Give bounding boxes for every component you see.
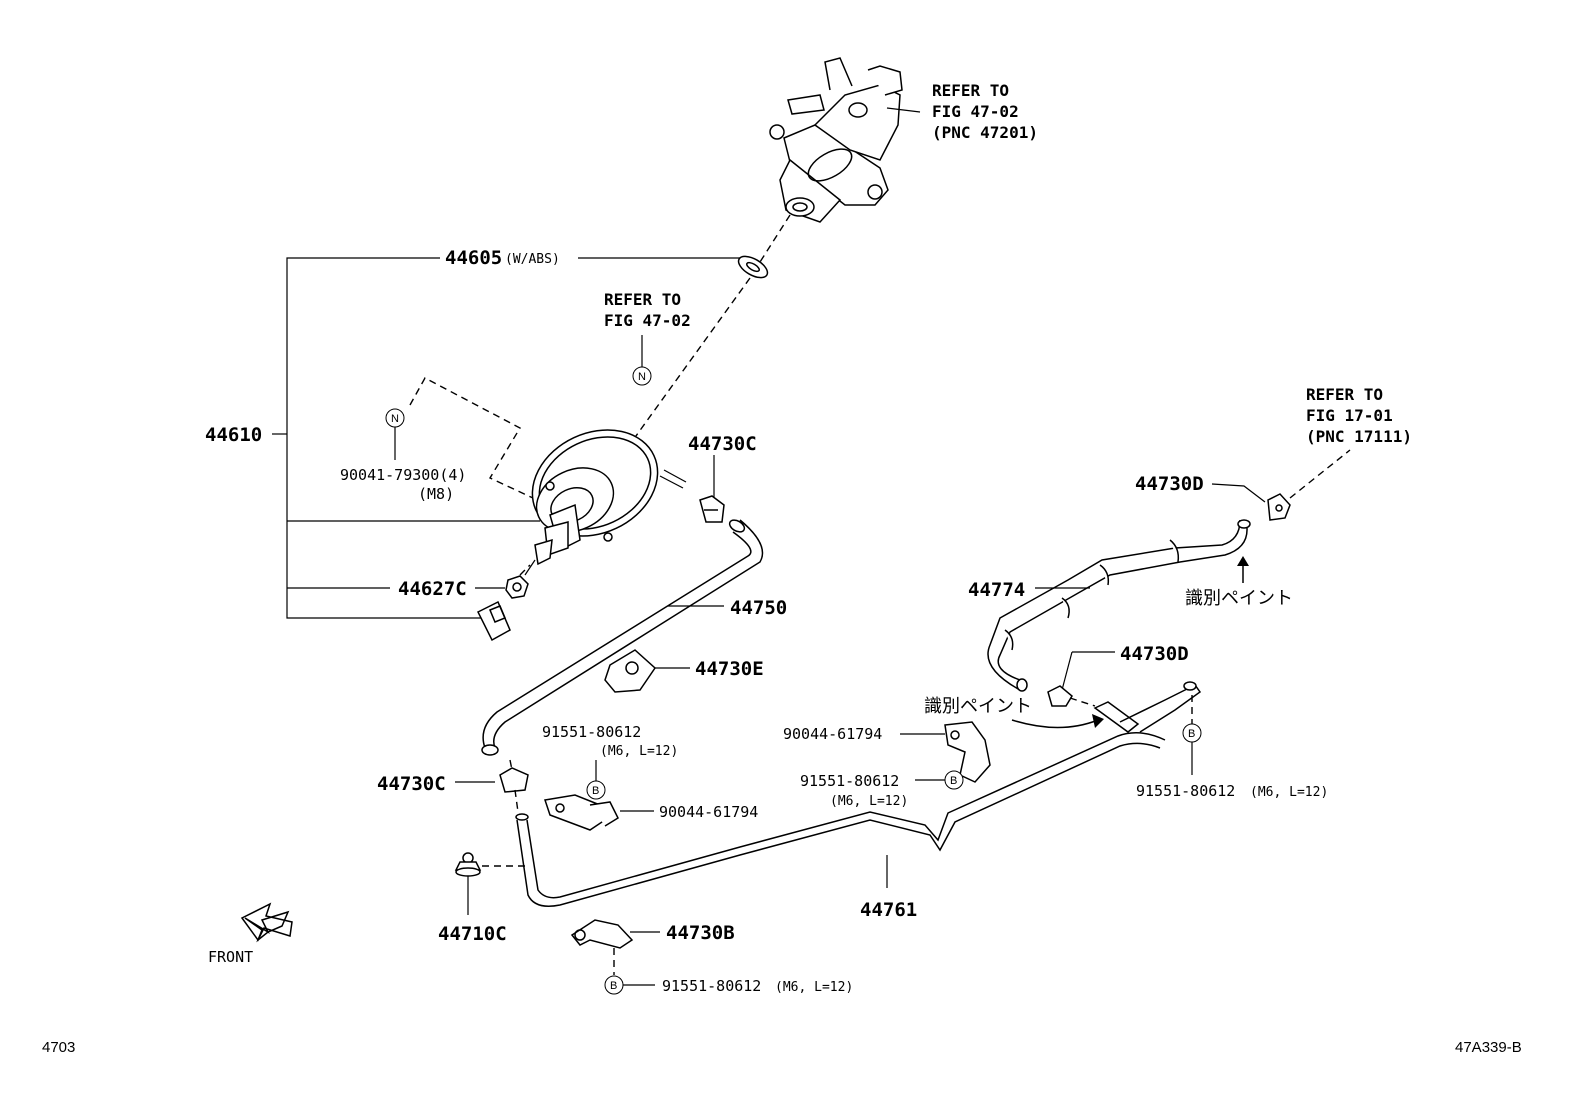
part-note-91551-a: (M6, L=12) — [600, 744, 678, 759]
refer-line-1: REFER TO — [1306, 385, 1383, 404]
page-code-left: 4703 — [42, 1039, 75, 1056]
part-number-91551-b: 91551-80612 — [800, 772, 899, 790]
vacuum-pipe-44761 — [515, 732, 1166, 907]
figure-id-right: 47A339-B — [1455, 1039, 1522, 1056]
part-number-44710c: 44710C — [438, 923, 507, 945]
refer-note-master-cylinder: REFER TO FIG 47-02 (PNC 47201) — [932, 81, 1038, 142]
part-number-44605: 44605 — [445, 247, 502, 269]
clamp-44730c-low — [499, 767, 529, 793]
clamp-44730d-top — [1267, 493, 1291, 521]
marker-b-d: B — [604, 975, 624, 995]
part-number-44730d-top: 44730D — [1135, 473, 1204, 495]
paint-mark-label-top: 識別ペイント — [1185, 588, 1293, 609]
pipe-end-bracket — [1093, 681, 1202, 733]
part-note-91551-b: (M6, L=12) — [830, 794, 908, 809]
front-label: FRONT — [208, 948, 253, 966]
part-number-44750: 44750 — [730, 597, 787, 619]
front-arrow-icon — [240, 902, 293, 943]
grommet-44710c — [454, 852, 482, 877]
refer-line-3: (PNC 17111) — [1306, 427, 1412, 446]
part-number-90041-79300: 90041-79300(4) — [340, 466, 466, 484]
part-number-90044-a: 90044-61794 — [659, 803, 758, 821]
part-number-44774: 44774 — [968, 579, 1025, 601]
refer-line-2: FIG 47-02 — [932, 102, 1019, 121]
vacuum-hose-44750 — [481, 519, 764, 756]
svg-text:B: B — [592, 785, 599, 797]
part-note-90041: (M8) — [418, 485, 454, 503]
part-number-91551-d: 91551-80612 — [662, 977, 761, 995]
clip-90044-a — [544, 794, 619, 831]
refer-note-engine: REFER TO FIG 17-01 (PNC 17111) — [1306, 385, 1412, 446]
svg-text:N: N — [638, 371, 646, 383]
marker-n-booster: N — [632, 366, 652, 386]
clip-90044-b — [944, 721, 991, 783]
refer-line-1: REFER TO — [604, 290, 681, 309]
part-note-91551-c: (M6, L=12) — [1250, 785, 1328, 800]
svg-text:B: B — [950, 775, 957, 787]
part-note-44605: (W/ABS) — [505, 252, 560, 267]
clamp-44730c-top — [699, 495, 725, 523]
marker-b-c: B — [1182, 723, 1202, 743]
vacuum-hose-44774 — [987, 519, 1251, 692]
nut-44627c — [505, 575, 529, 599]
clamp-44730b — [570, 919, 634, 949]
svg-text:B: B — [1188, 728, 1195, 740]
part-number-44730c-top: 44730C — [688, 433, 757, 455]
svg-text:B: B — [610, 980, 617, 992]
refer-line-1: REFER TO — [932, 81, 1009, 100]
clamp-44730d-mid — [1047, 685, 1073, 707]
gasket-44605 — [737, 255, 769, 279]
part-number-44627c: 44627C — [398, 578, 467, 600]
part-number-44761: 44761 — [860, 899, 917, 921]
brake-booster — [524, 429, 687, 576]
clevis — [476, 600, 511, 642]
part-number-91551-c: 91551-80612 — [1136, 782, 1235, 800]
refer-line-3: (PNC 47201) — [932, 123, 1038, 142]
part-number-44610: 44610 — [205, 424, 262, 446]
part-note-91551-d: (M6, L=12) — [775, 980, 853, 995]
part-number-90044-b: 90044-61794 — [783, 725, 882, 743]
brake-master-cylinder — [769, 57, 903, 223]
paint-mark-label-mid: 識別ペイント — [924, 696, 1032, 717]
svg-text:N: N — [391, 413, 399, 425]
refer-line-2: FIG 47-02 — [604, 311, 691, 330]
refer-note-booster: REFER TO FIG 47-02 — [604, 290, 691, 330]
clamp-44730e — [604, 649, 656, 693]
part-number-44730b: 44730B — [666, 922, 735, 944]
marker-b-a: B — [586, 780, 606, 800]
marker-n-studs: N — [385, 408, 405, 428]
part-number-91551-a: 91551-80612 — [542, 723, 641, 741]
part-number-44730e: 44730E — [695, 658, 764, 680]
marker-b-b: B — [944, 770, 964, 790]
refer-line-2: FIG 17-01 — [1306, 406, 1393, 425]
part-number-44730d-mid: 44730D — [1120, 643, 1189, 665]
part-number-44730c-low: 44730C — [377, 773, 446, 795]
